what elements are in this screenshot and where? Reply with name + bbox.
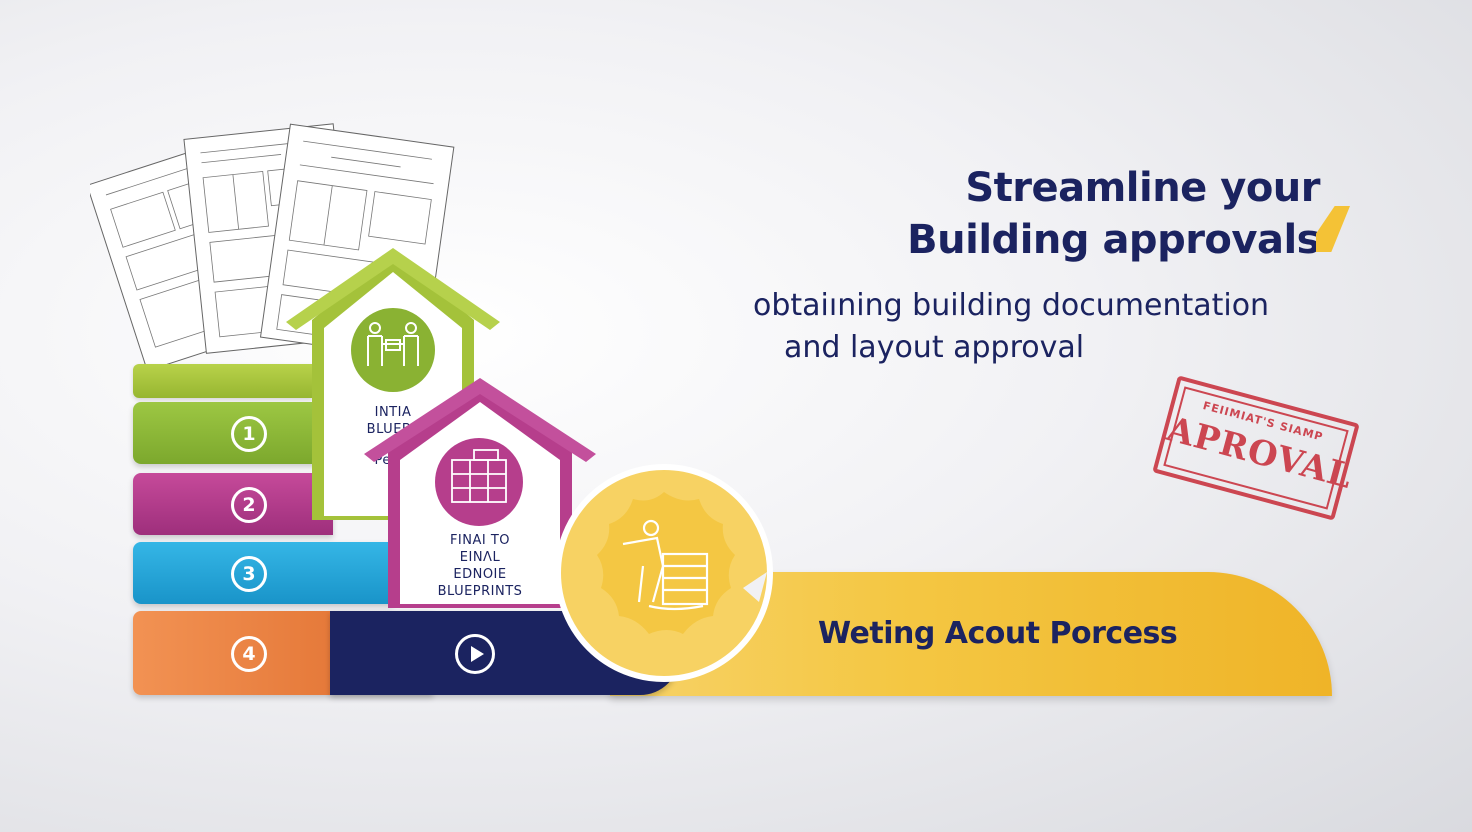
step-number-3: 3 xyxy=(231,556,267,592)
approval-stamp: FEIIMIAT'S SIAMP APROVAL xyxy=(1152,375,1360,521)
house-card-final-blueprints[interactable]: FINAI TO EINɅL EDNOIE BLUEPRINTS xyxy=(362,378,598,610)
handshake-icon xyxy=(367,322,419,366)
step-number-2: 2 xyxy=(231,487,267,523)
process-bar-label: Weting Acout Porcess xyxy=(818,616,1178,651)
step-bar-3[interactable]: 3 xyxy=(133,542,393,604)
headline: Streamline your Building approvals xyxy=(907,162,1320,266)
subheading: obtaiıning building documentation and la… xyxy=(753,285,1269,369)
house-magenta-label: FINAI TO EINɅL EDNOIE BLUEPRINTS xyxy=(437,533,523,599)
play-icon[interactable] xyxy=(455,634,495,674)
accent-mark-icon xyxy=(1316,206,1350,252)
headline-line-2: Building approvals xyxy=(907,217,1320,263)
worker-medallion[interactable] xyxy=(553,462,775,689)
subheading-line-1: obtaiıning building documentation xyxy=(753,288,1270,323)
step-bar-top xyxy=(133,364,313,398)
headline-line-1: Streamline your xyxy=(965,165,1320,211)
step-bar-2[interactable]: 2 xyxy=(133,473,333,535)
step-number-1: 1 xyxy=(231,416,267,452)
building-plan-icon xyxy=(451,449,507,503)
worker-with-plans-icon xyxy=(622,519,709,611)
step-number-4: 4 xyxy=(231,636,267,672)
step-bar-1[interactable]: 1 xyxy=(133,402,323,464)
subheading-line-2: and layout approval xyxy=(784,330,1085,365)
